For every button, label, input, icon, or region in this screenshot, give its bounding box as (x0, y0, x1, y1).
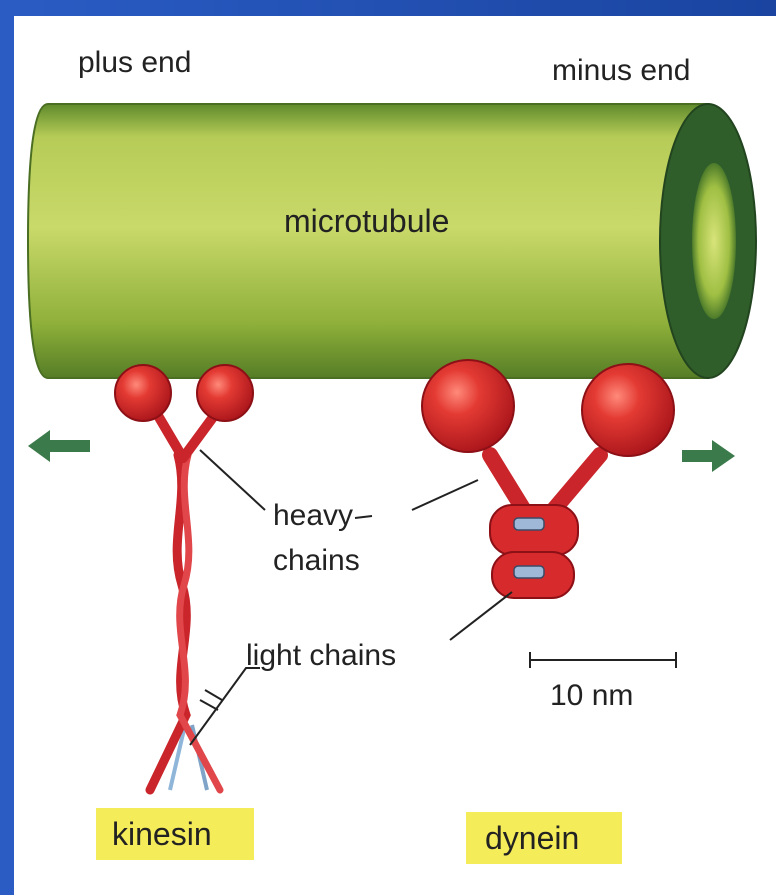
right-arrow-icon (682, 440, 735, 472)
microtubule-cylinder (28, 104, 756, 378)
dynein-label: dynein (485, 820, 579, 856)
microtubule-lumen (692, 163, 736, 319)
scale-bar-label: 10 nm (550, 679, 633, 712)
heavy-label: heavy (273, 499, 353, 532)
light-chains-label: light chains (246, 639, 396, 672)
dynein-head-left (422, 360, 514, 452)
plus-end-label: plus end (78, 46, 191, 79)
dynein-molecule (422, 360, 674, 598)
kinesin-molecule (115, 365, 253, 790)
leader-lines (190, 450, 512, 745)
scale-bar (530, 652, 676, 668)
minus-end-label: minus end (552, 54, 690, 87)
left-arrow-icon (28, 430, 90, 462)
dynein-head-right (582, 364, 674, 456)
kinesin-head-left (115, 365, 171, 421)
chains-label: chains (273, 544, 360, 577)
kinesin-label: kinesin (112, 816, 212, 852)
microtubule-label: microtubule (284, 203, 449, 239)
kinesin-head-right (197, 365, 253, 421)
